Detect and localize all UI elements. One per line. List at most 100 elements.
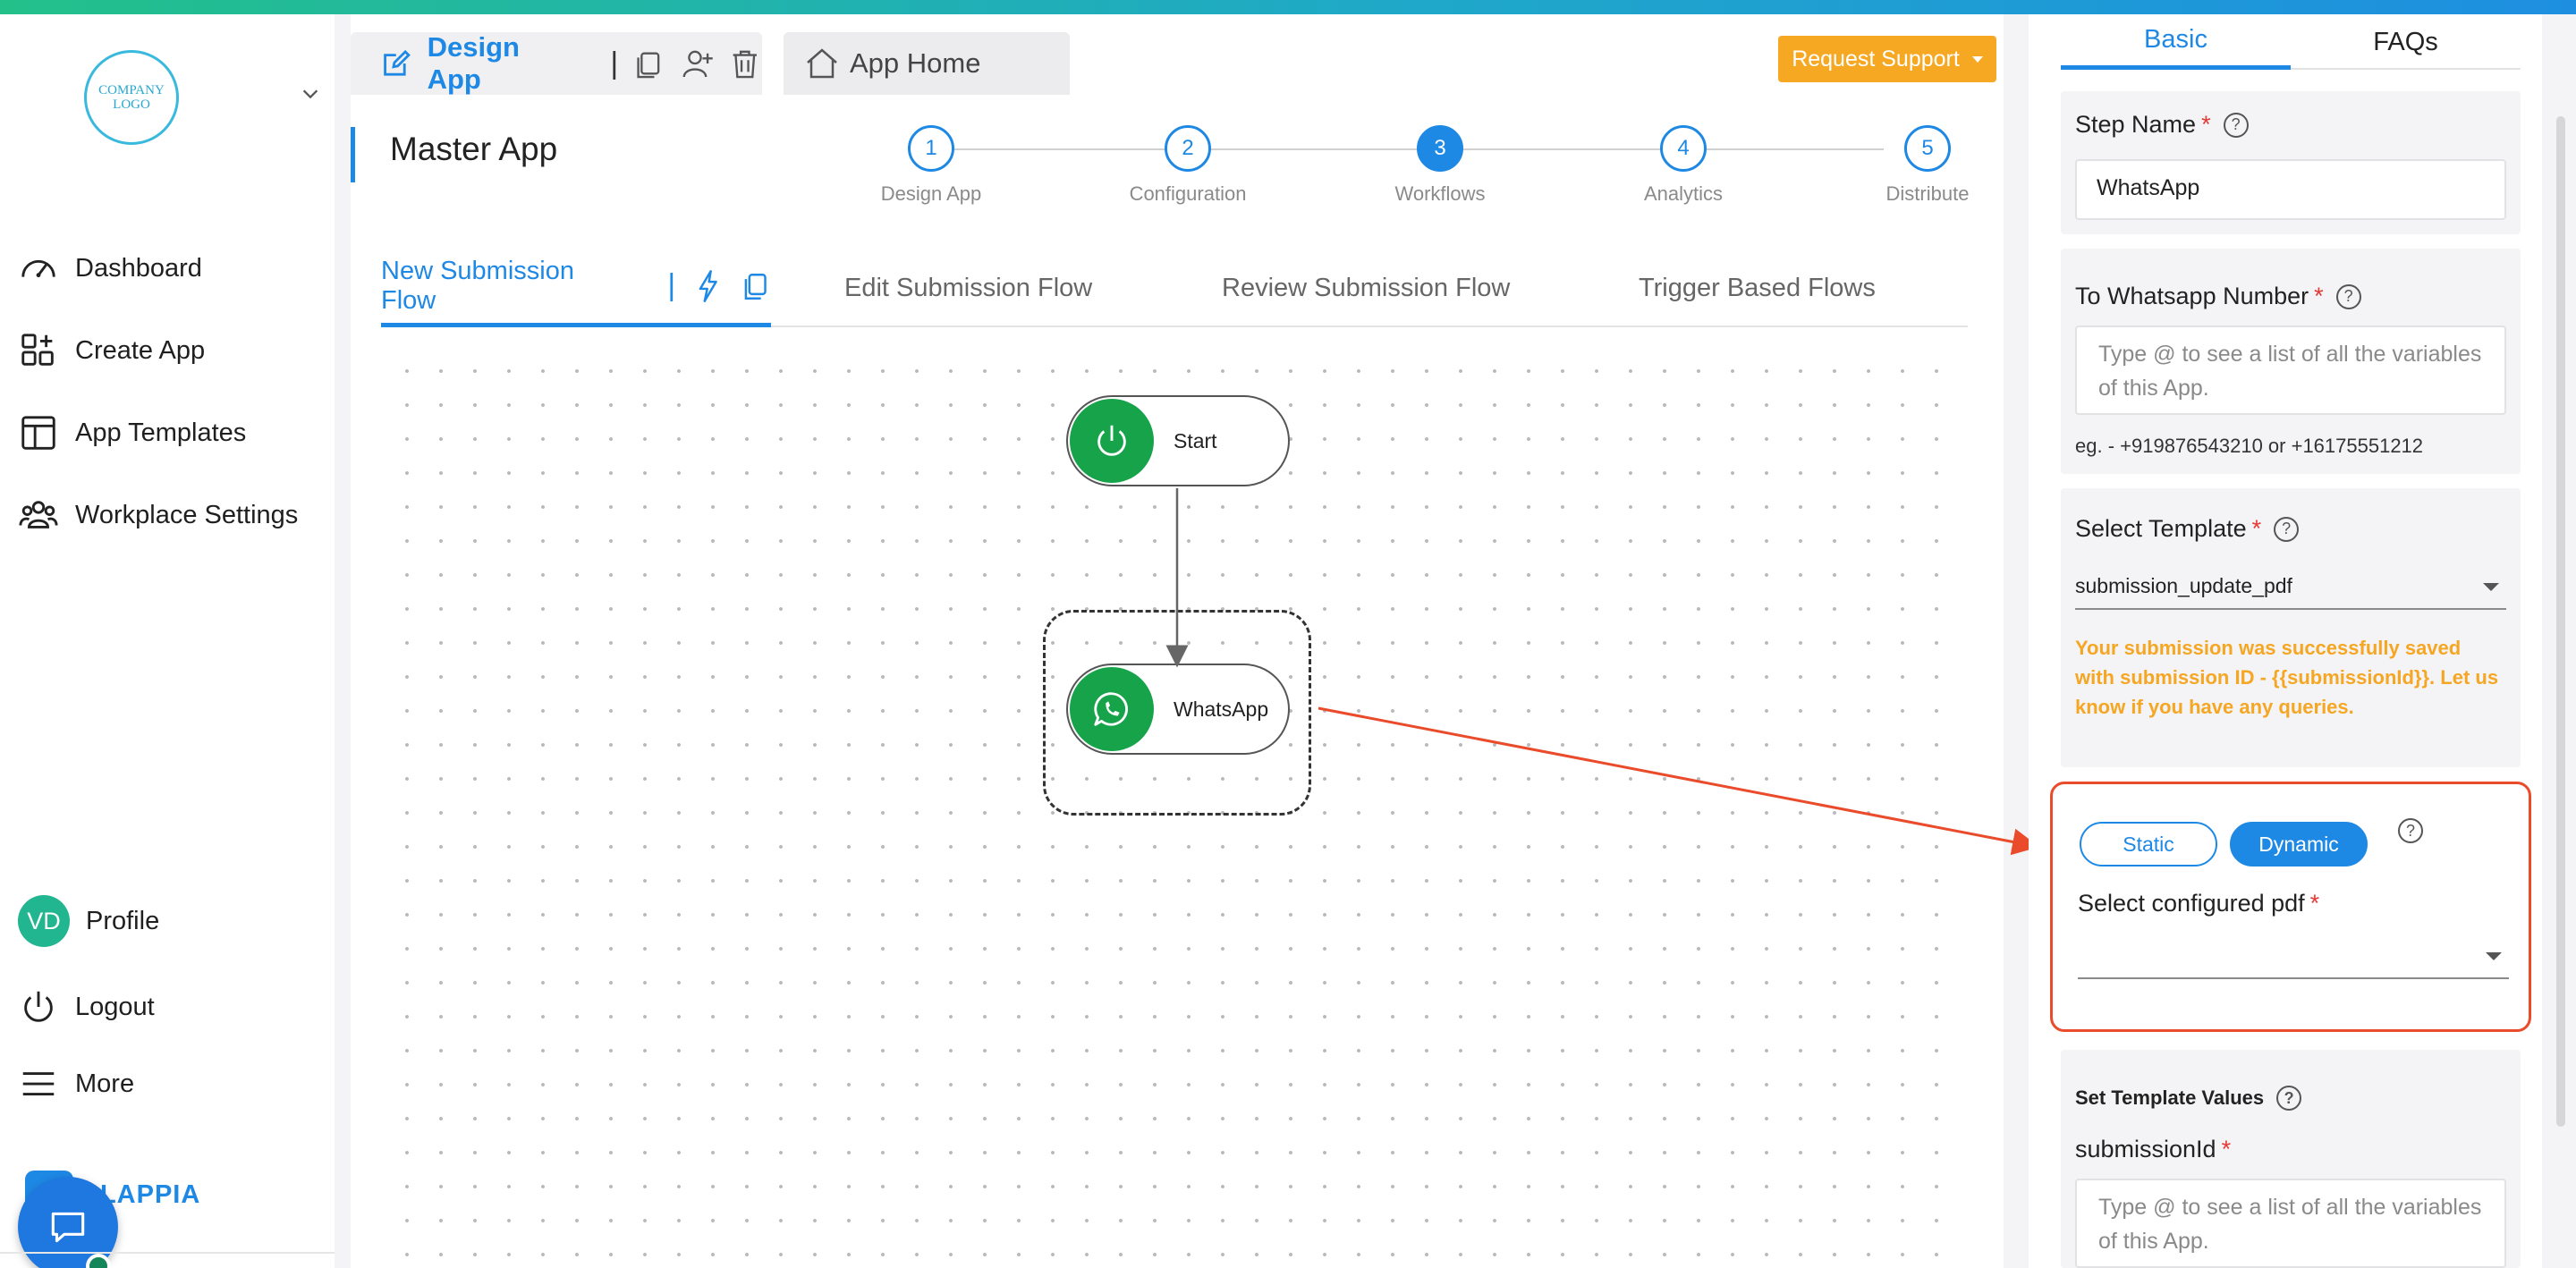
- sidebar-item-label: Logout: [75, 992, 155, 1021]
- avatar: VD: [18, 895, 70, 947]
- to-number-label: To Whatsapp Number * ?: [2075, 283, 2361, 310]
- required-marker: *: [2314, 283, 2324, 309]
- company-logo[interactable]: COMPANY LOGO: [84, 50, 179, 145]
- help-icon[interactable]: ?: [2398, 818, 2423, 843]
- node-icon: [1070, 667, 1154, 751]
- separator: |: [610, 46, 619, 80]
- top-gradient-bar: [0, 0, 2576, 14]
- flow-tabs: New Submission Flow | Edit Submission Fl…: [381, 249, 1968, 327]
- help-icon[interactable]: ?: [2274, 516, 2300, 542]
- field-label: Select configured pdf: [2078, 890, 2305, 917]
- panel-tabs: Basic FAQs: [2061, 14, 2521, 70]
- tab-app-home[interactable]: App Home: [784, 32, 1070, 95]
- start-node[interactable]: Start: [1066, 395, 1290, 486]
- design-tab-label: Design App: [427, 31, 520, 95]
- sidebar-item-logout[interactable]: Logout: [18, 982, 155, 1032]
- step-label: Configuration: [1129, 182, 1247, 205]
- help-icon[interactable]: ?: [2276, 1086, 2302, 1111]
- submission-id-input[interactable]: Type @ to see a list of all the variable…: [2075, 1179, 2506, 1268]
- tab-label: Edit Submission Flow: [844, 273, 1093, 302]
- step-number: 2: [1165, 125, 1211, 172]
- dynamic-toggle[interactable]: Dynamic: [2230, 822, 2368, 866]
- chat-button[interactable]: [18, 1177, 118, 1268]
- required-marker: *: [2201, 111, 2211, 138]
- home-icon: [807, 48, 837, 79]
- sidebar-item-label: More: [75, 1069, 135, 1098]
- tab-review-submission-flow[interactable]: Review Submission Flow: [1222, 249, 1510, 327]
- tab-faqs[interactable]: FAQs: [2373, 27, 2438, 56]
- power-icon: [1097, 425, 1126, 456]
- to-number-input[interactable]: Type @ to see a list of all the variable…: [2075, 325, 2506, 415]
- sidebar-item-dashboard[interactable]: Dashboard: [18, 243, 202, 293]
- tab-edit-submission-flow[interactable]: Edit Submission Flow: [844, 249, 1092, 327]
- sidebar-item-workplace-settings[interactable]: Workplace Settings: [18, 490, 298, 540]
- field-label: To Whatsapp Number: [2075, 283, 2309, 309]
- trash-icon[interactable]: [728, 46, 762, 81]
- add-user-icon[interactable]: [681, 46, 715, 81]
- page-title: Master App: [390, 131, 558, 167]
- sidebar-item-profile[interactable]: VD Profile: [18, 895, 160, 947]
- template-select[interactable]: submission_update_pdf: [2075, 563, 2506, 610]
- main-area: Design App | App Home Request Support Ma…: [351, 14, 2004, 1268]
- help-icon[interactable]: ?: [2223, 112, 2249, 138]
- tab-design-app[interactable]: Design App |: [351, 31, 762, 95]
- step-number: 3: [1417, 125, 1463, 172]
- people-icon: [19, 501, 58, 528]
- sidebar-item-more[interactable]: More: [18, 1059, 134, 1109]
- static-toggle[interactable]: Static: [2080, 822, 2217, 866]
- sidebar-item-app-templates[interactable]: App Templates: [18, 408, 246, 458]
- field-label: Step Name: [2075, 111, 2197, 138]
- select-template-label: Select Template * ?: [2075, 515, 2300, 543]
- edit-icon: [384, 49, 411, 76]
- template-values-card: Set Template Values ? submissionId * Typ…: [2061, 1050, 2521, 1268]
- sidebar-item-label: Profile: [86, 906, 160, 935]
- gauge-icon: [21, 259, 55, 278]
- sidebar-item-label: Create App: [75, 335, 206, 365]
- whatsapp-node[interactable]: WhatsApp: [1066, 664, 1290, 755]
- tab-label: Trigger Based Flows: [1639, 273, 1876, 302]
- field-label: Select Template: [2075, 515, 2247, 542]
- step-name-label: Step Name * ?: [2075, 111, 2249, 139]
- caret-down-icon: [1971, 55, 1983, 63]
- sidebar-item-create-app[interactable]: Create App: [18, 325, 205, 376]
- node-label: WhatsApp: [1174, 697, 1269, 721]
- power-icon: [24, 991, 53, 1022]
- logo-text: COMPANY LOGO: [98, 82, 165, 113]
- required-marker: *: [2251, 515, 2262, 542]
- sidebar: COMPANY LOGO Dashboard Create App App Te…: [0, 14, 335, 1268]
- configured-pdf-select[interactable]: [2078, 933, 2509, 979]
- dropdown-arrow-icon: [2483, 583, 2499, 591]
- configured-pdf-label: Select configured pdf *: [2078, 890, 2319, 917]
- node-label: Start: [1174, 428, 1217, 452]
- sidebar-item-label: App Templates: [75, 418, 247, 447]
- tab-new-submission-flow[interactable]: New Submission Flow |: [381, 249, 771, 327]
- tab-label: New Submission Flow: [381, 256, 574, 315]
- help-icon[interactable]: ?: [2335, 283, 2361, 309]
- step-label: Analytics: [1643, 182, 1724, 205]
- online-status-dot: [86, 1254, 111, 1268]
- select-value: submission_update_pdf: [2075, 573, 2292, 597]
- tab-basic[interactable]: Basic: [2061, 14, 2291, 70]
- node-icon: [1070, 399, 1154, 483]
- template-values-title: Set Template Values ?: [2075, 1086, 2302, 1111]
- separator: |: [667, 268, 676, 302]
- sidebar-item-label: Dashboard: [75, 253, 202, 283]
- template-preview: Your submission was successfully saved w…: [2075, 637, 2499, 718]
- request-support-button[interactable]: Request Support: [1778, 36, 1996, 82]
- lightning-icon[interactable]: [693, 269, 723, 303]
- tab-trigger-based-flows[interactable]: Trigger Based Flows: [1639, 249, 1876, 327]
- copy-icon[interactable]: [632, 46, 666, 81]
- step-number: 4: [1660, 125, 1707, 172]
- required-marker: *: [2309, 890, 2320, 917]
- panel-scrollbar[interactable]: [2556, 116, 2565, 1127]
- step-name-input[interactable]: WhatsApp: [2075, 159, 2506, 220]
- home-tab-label: App Home: [850, 47, 981, 79]
- app-indicator: [351, 127, 355, 182]
- copy-icon[interactable]: [741, 269, 771, 303]
- chevron-down-icon[interactable]: [301, 84, 320, 104]
